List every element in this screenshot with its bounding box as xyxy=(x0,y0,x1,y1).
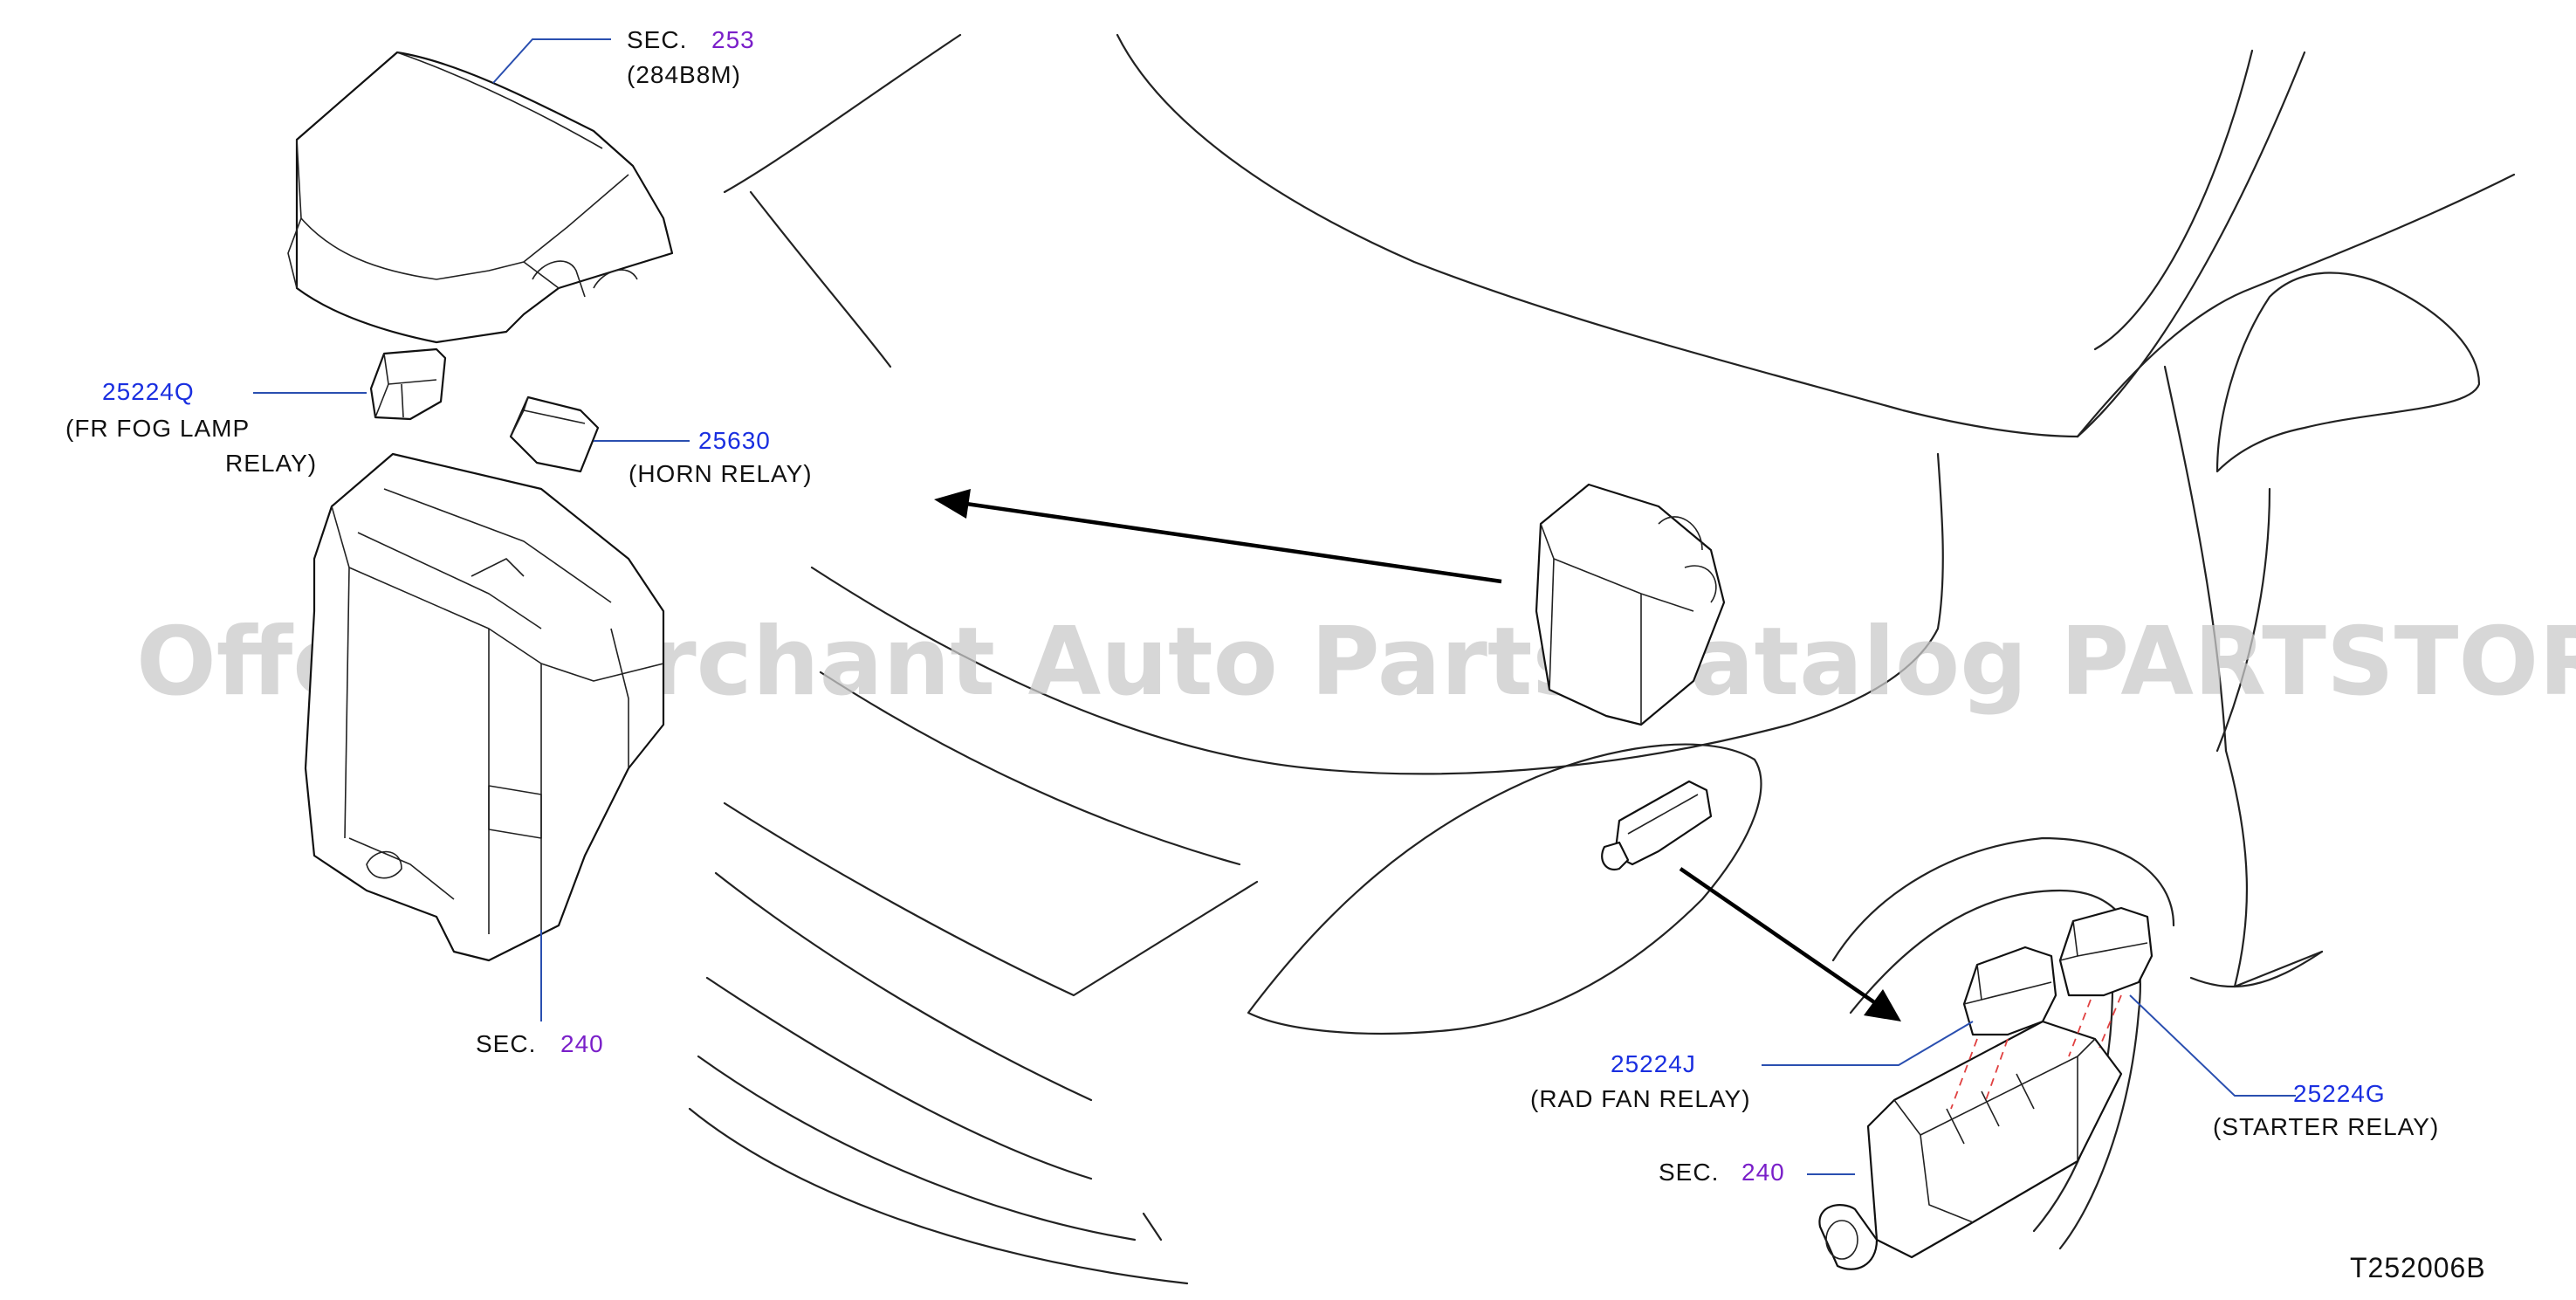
leader-lines xyxy=(253,38,2296,1175)
fog-relay-desc-line1: (FR FOG LAMP xyxy=(65,415,250,442)
cover-sec-prefix: SEC. xyxy=(627,26,687,53)
rad-fan-relay-part-number[interactable]: 25224J xyxy=(1611,1050,1696,1077)
fog-relay-desc-line2: RELAY) xyxy=(225,450,317,477)
fog-lamp-relay[interactable] xyxy=(369,347,447,421)
location-arrow-upper xyxy=(934,489,1502,584)
relay-box-right[interactable] xyxy=(1818,1020,2123,1270)
callout-box-right: SEC. 240 xyxy=(1659,1159,1785,1186)
engine-bay-relay-box[interactable] xyxy=(1535,483,1726,726)
relay-box-body[interactable] xyxy=(304,452,665,962)
callout-fog-relay: 25224Q (FR FOG LAMP RELAY) xyxy=(65,378,317,477)
box-left-sec-number[interactable]: 240 xyxy=(560,1030,604,1057)
rad-fan-relay-desc: (RAD FAN RELAY) xyxy=(1530,1085,1751,1112)
box-right-sec-prefix: SEC. xyxy=(1659,1159,1719,1186)
starter-relay-desc: (STARTER RELAY) xyxy=(2213,1113,2439,1140)
starter-relay-part-number[interactable]: 25224G xyxy=(2293,1080,2386,1107)
cover-part-code: (284B8M) xyxy=(627,61,741,88)
callout-horn-relay: 25630 (HORN RELAY) xyxy=(629,427,813,487)
fuse-holder-small[interactable] xyxy=(1601,780,1713,871)
callout-cover: SEC. 253 (284B8M) xyxy=(627,26,755,88)
callout-box-left: SEC. 240 xyxy=(476,1030,604,1057)
diagram-id: T252006B xyxy=(2350,1252,2486,1283)
vehicle-outline xyxy=(688,33,2516,1285)
callout-starter-relay: 25224G (STARTER RELAY) xyxy=(2213,1080,2439,1140)
relay-box-cover[interactable] xyxy=(287,51,674,344)
fog-relay-part-number[interactable]: 25224Q xyxy=(102,378,195,405)
rad-fan-relay[interactable] xyxy=(1950,946,2057,1110)
callout-rad-fan-relay: 25224J (RAD FAN RELAY) xyxy=(1530,1050,1751,1112)
starter-relay[interactable] xyxy=(2058,906,2154,1057)
location-arrow-lower xyxy=(1679,867,1901,1021)
box-left-sec-prefix: SEC. xyxy=(476,1030,536,1057)
horn-relay[interactable] xyxy=(509,396,600,473)
horn-relay-desc: (HORN RELAY) xyxy=(629,460,813,487)
cover-sec-number[interactable]: 253 xyxy=(711,26,755,53)
box-right-sec-number[interactable]: 240 xyxy=(1741,1159,1785,1186)
horn-relay-part-number[interactable]: 25630 xyxy=(698,427,771,454)
